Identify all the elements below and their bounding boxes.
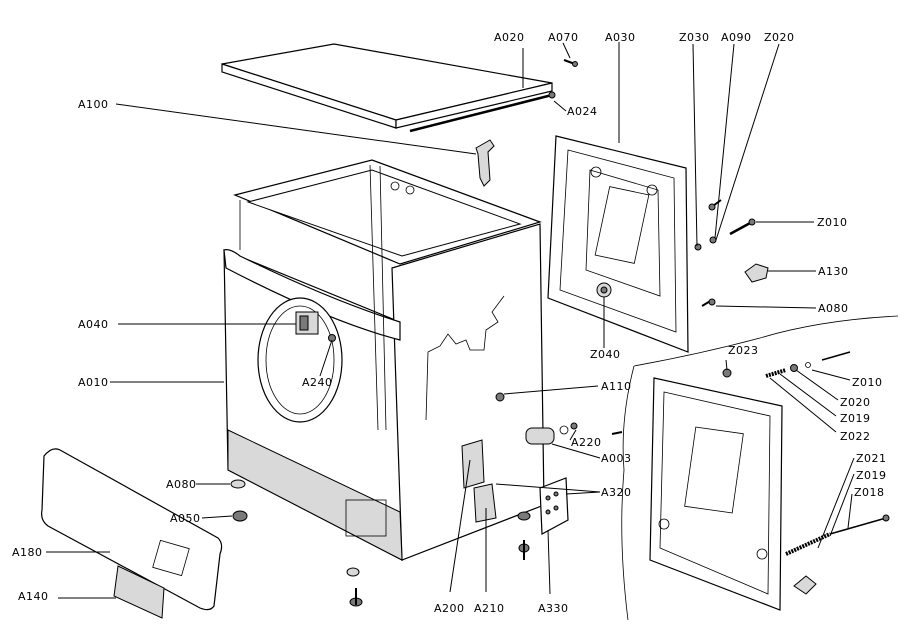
label-z019-b: Z019	[856, 469, 887, 482]
label-a140: A140	[18, 590, 49, 603]
label-a030: A030	[605, 31, 636, 44]
bracket-part	[475, 139, 495, 187]
kick-panel-part	[41, 448, 223, 619]
label-a020: A020	[494, 31, 525, 44]
rod-part	[409, 91, 556, 133]
label-z023: Z023	[728, 344, 759, 357]
leader-lines	[46, 42, 855, 599]
label-a220: A220	[571, 436, 602, 449]
label-a040: A040	[78, 318, 109, 331]
spring-parts	[765, 351, 890, 595]
label-a090: A090	[721, 31, 752, 44]
cabinet-body-part	[223, 159, 545, 561]
screw-part	[563, 59, 578, 67]
label-z020-b: Z020	[840, 396, 871, 409]
label-a330: A330	[538, 602, 569, 615]
label-a080-r: A080	[818, 302, 849, 315]
label-z021: Z021	[856, 452, 887, 465]
label-a080-l: A080	[166, 478, 197, 491]
side-door-panel-part	[621, 315, 899, 621]
back-panel-part	[547, 135, 689, 353]
label-a210: A210	[474, 602, 505, 615]
label-a024: A024	[567, 105, 598, 118]
label-z019-a: Z019	[840, 412, 871, 425]
label-a010: A010	[78, 376, 109, 389]
top-cover-part	[221, 43, 553, 129]
label-a070: A070	[548, 31, 579, 44]
label-z022: Z022	[840, 430, 871, 443]
motor-parts	[495, 392, 623, 445]
label-z020-top: Z020	[764, 31, 795, 44]
label-a100: A100	[78, 98, 109, 111]
label-a240: A240	[302, 376, 333, 389]
part-labels: A020 A070 A030 Z030 A090 Z020 A100 A024 …	[12, 31, 887, 615]
label-a003: A003	[601, 452, 632, 465]
label-z010-a: Z010	[817, 216, 848, 229]
label-a320: A320	[601, 486, 632, 499]
label-z030: Z030	[679, 31, 710, 44]
label-a200: A200	[434, 602, 465, 615]
label-z018: Z018	[854, 486, 885, 499]
label-a110: A110	[601, 380, 632, 393]
label-z010-b: Z010	[852, 376, 883, 389]
label-a050: A050	[170, 512, 201, 525]
label-a130: A130	[818, 265, 849, 278]
feet-parts	[230, 479, 363, 607]
label-a180: A180	[12, 546, 43, 559]
door-lock-part	[295, 311, 319, 335]
label-z040: Z040	[590, 348, 621, 361]
